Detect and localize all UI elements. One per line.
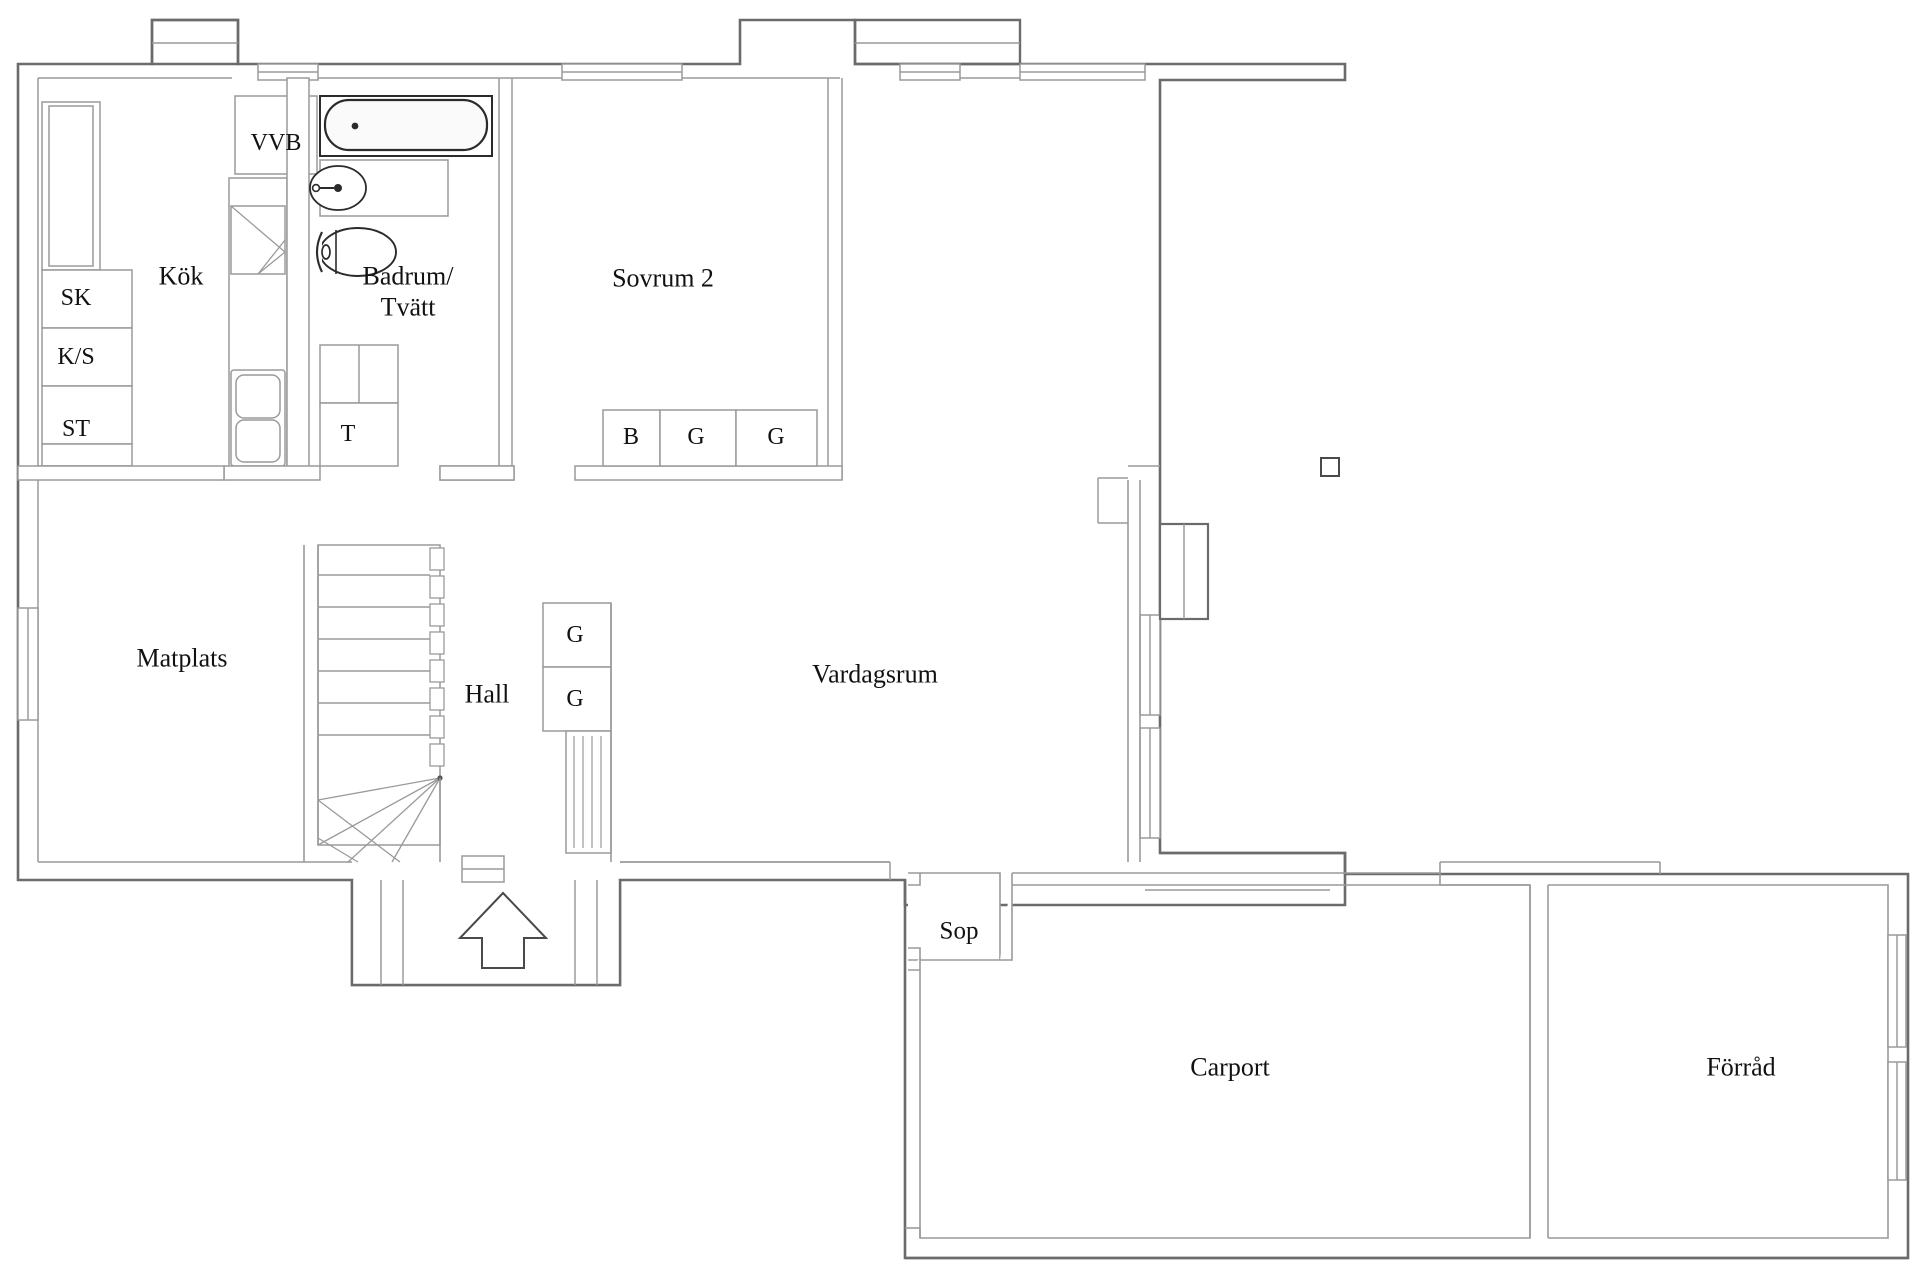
staircase (303, 544, 445, 863)
bedroom2-closets (602, 409, 818, 467)
windows-left (17, 607, 39, 721)
laundry-units (319, 344, 399, 467)
livingroom-left-partition (1127, 480, 1141, 862)
washbasin (309, 159, 449, 217)
outbuilding-inner (919, 861, 1889, 1239)
windows-right-living (1139, 614, 1161, 839)
bathroom-door-opening (439, 465, 515, 481)
pillar-marker (1320, 457, 1340, 477)
bathtub (319, 95, 493, 157)
livingroom-wall-notch (1097, 465, 1160, 524)
hall-closets (542, 602, 612, 862)
outer-walls (16, 18, 1347, 987)
sop-room (908, 872, 1013, 971)
carport-corner-notch (905, 1227, 921, 1238)
kitchen-cabinets-left (41, 101, 133, 467)
outbuilding-outline (903, 851, 1910, 1260)
kitchen-bottom-wall (223, 465, 321, 481)
top-left-recess (150, 18, 240, 66)
entrance-direction-arrow (457, 891, 549, 969)
toilet (315, 227, 397, 277)
patio-door-right (1158, 522, 1210, 621)
top-middle-recess (853, 18, 1022, 66)
livingroom-bottom-wall (620, 861, 891, 880)
forrad-right-windows (1887, 934, 1907, 1181)
entrance-porch-detail (380, 855, 598, 985)
midwall-upper (17, 465, 225, 481)
windows-top (257, 63, 1146, 81)
kitchen-worktop (228, 177, 288, 469)
matplats-door-swing (317, 799, 401, 863)
kitchen-bathroom-partition (286, 77, 310, 469)
